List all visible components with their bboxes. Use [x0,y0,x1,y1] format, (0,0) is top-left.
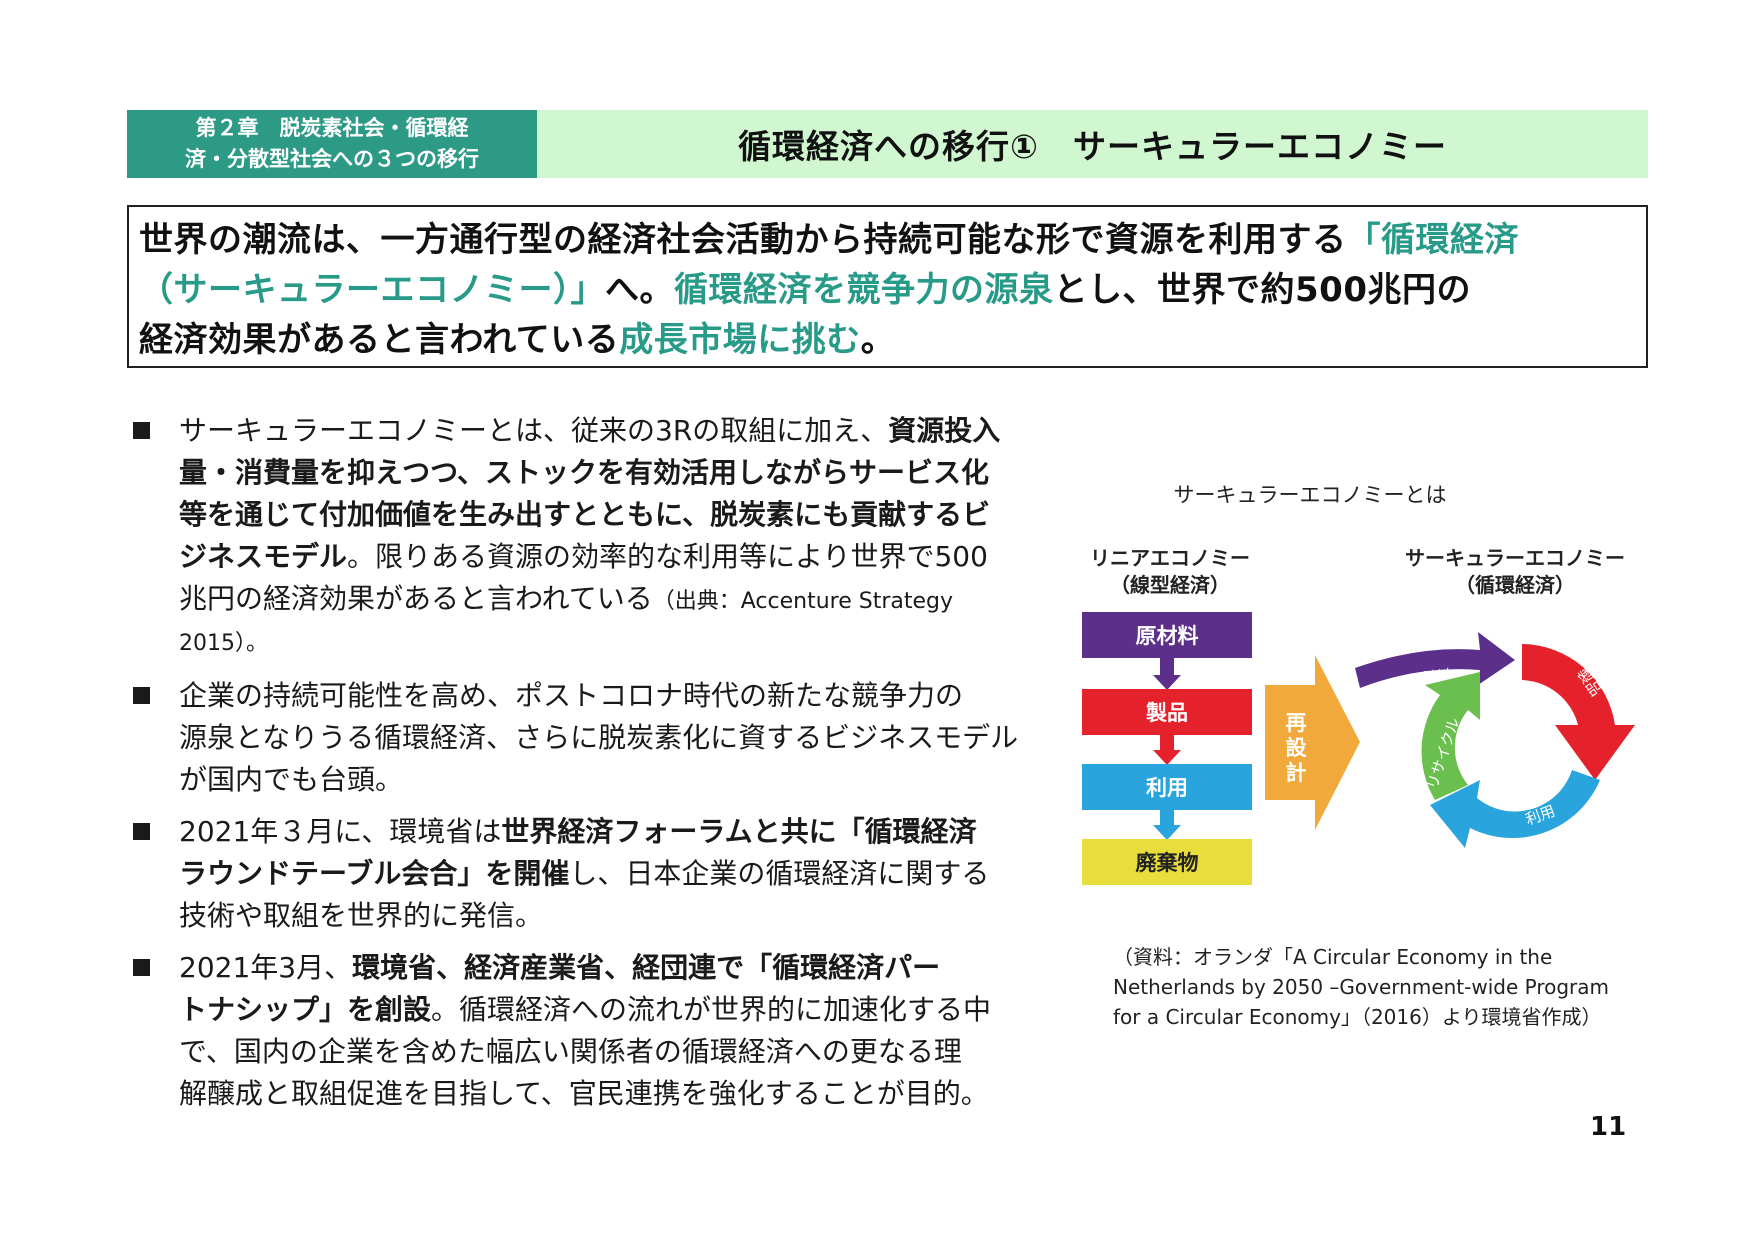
summary-text: 世界の潮流は、一方通行型の経済社会活動から持続可能な形で資源を利用する [139,220,1347,260]
page-number: 11 [1590,1112,1627,1142]
down-arrow-icon [1153,810,1181,840]
circular-economy-diagram: サーキュラーエコノミーとは リニアエコノミー （線型経済） サーキュラーエコノミ… [1082,483,1635,885]
page-title: 循環経済への移行① サーキュラーエコノミー [738,127,1447,166]
summary-text: 経済効果があると言われている [139,320,620,360]
bullet-bold-text: 世界経済フォーラムと共に「循環経済 [501,815,977,848]
figure-source: （資料：オランダ「A Circular Economy in the Nethe… [1113,942,1653,1032]
chapter-line-1: 第２章 脱炭素社会・循環経 [195,116,469,140]
bullet-citation: （出典：Accenture Strategy [652,589,954,614]
summary-highlight: 循環経済を競争力の源泉 [674,270,1054,310]
bullet-bold-text: トナシップ」を創設 [179,993,432,1026]
redesign-char: 設 [1286,736,1308,760]
bullet-bold-text: 資源投入 [888,414,1001,447]
use-box [1082,764,1252,810]
square-bullet-icon [133,823,150,840]
bullet-text: 解醸成と取組促進を目指して、官民連携を強化することが目的。 [179,1077,989,1110]
bullet-bold-text: ラウンドテーブル会合」を開催 [179,857,570,890]
raw-material-box [1082,612,1252,658]
bullet-text: 2021年3月、 [179,951,353,984]
summary-highlight: 成長市場に挑む [619,320,861,360]
recycle-arrow-icon [1421,672,1480,800]
bullet-text: し、日本企業の循環経済に関する [569,857,990,890]
use-label: 利用 [1146,776,1188,800]
summary-line-2: （サーキュラーエコノミー）」へ。循環経済を競争力の源泉とし、世界で約500兆円の [139,265,1640,315]
bullet-bold-text: 量・消費量を抑えつつ、ストックを有効活用しながらサービス化 [179,456,990,489]
source-line: （資料：オランダ「A Circular Economy in the [1113,945,1553,969]
bullet-text: 技術や取組を世界的に発信。 [179,899,544,932]
waste-label: 廃棄物 [1136,851,1199,875]
circular-title-2: （循環経済） [1455,573,1575,597]
summary-text: 。 [860,320,896,360]
source-line: for a Circular Economy」（2016）より環境省作成） [1113,1005,1602,1029]
redesign-arrow-icon [1265,655,1360,830]
bullet-bold-text: ジネスモデル [179,540,348,573]
bullet-text: 源泉となりうる循環経済、さらに脱炭素化に資するビジネスモデル [179,721,1019,754]
summary-line-1: 世界の潮流は、一方通行型の経済社会活動から持続可能な形で資源を利用する「循環経済 [139,215,1640,265]
summary-highlight: （サーキュラーエコノミー）」 [139,270,605,310]
chapter-tag: 第２章 脱炭素社会・循環経 済・分散型社会への３つの移行 [127,110,537,178]
summary-highlight: 「循環経済 [1346,220,1519,260]
linear-title-2: （線型経済） [1110,573,1230,597]
source-line: Netherlands by 2050 –Government-wide Pro… [1113,975,1610,999]
down-arrow-icon [1153,658,1181,690]
bullet-list: サーキュラーエコノミーとは、従来の3Rの取組に加え、資源投入 量・消費量を抑えつ… [127,410,1047,1125]
linear-title-1: リニアエコノミー [1090,546,1250,570]
summary-line-3: 経済効果があると言われている成長市場に挑む。 [139,315,1640,365]
bullet-bold-text: 等を通じて付加価値を生み出すとともに、脱炭素にも貢献するビ [179,498,991,531]
raw-material-arrow-icon [1355,632,1515,688]
product-box [1082,689,1252,735]
bullet-text: 企業の持続可能性を高め、ポストコロナ時代の新たな競争力の [179,679,964,712]
summary-text: へ。 [605,270,674,310]
redesign-char: 再 [1286,711,1307,735]
bullet-citation: 2015）。 [179,631,268,656]
bullet-item-2: 企業の持続可能性を高め、ポストコロナ時代の新たな競争力の 源泉となりうる循環経済… [127,675,1047,801]
bullet-text: 兆円の経済効果があると言われている [179,582,653,615]
bullet-text: サーキュラーエコノミーとは、従来の3Rの取組に加え、 [179,414,889,447]
chapter-line-2: 済・分散型社会への３つの移行 [185,147,479,171]
down-arrow-icon [1153,735,1181,765]
waste-box [1082,839,1252,885]
bullet-text: が国内でも台頭。 [179,763,404,796]
bullet-bold-text: 環境省、経済産業省、経団連で「循環経済パー [352,951,941,984]
cycle-diagram: 原材料 製品 利用 リサイクル [1355,632,1635,848]
bullet-text: 。限りある資源の効率的な利用等により世界で500 [347,540,988,573]
bullet-text: 2021年３月に、環境省は [179,815,502,848]
summary-text: とし、世界で約500兆円の [1053,270,1471,310]
square-bullet-icon [133,959,150,976]
redesign-char: 計 [1286,761,1307,785]
bullet-text: で、国内の企業を含めた幅広い関係者の循環経済への更なる理 [179,1035,962,1068]
square-bullet-icon [133,687,150,704]
product-label: 製品 [1145,701,1188,725]
bullet-item-4: 2021年3月、環境省、経済産業省、経団連で「循環経済パー トナシップ」を創設。… [127,947,1047,1115]
bullet-text: 。循環経済への流れが世界的に加速化する中 [431,993,992,1026]
use-arrow-icon [1430,770,1600,848]
square-bullet-icon [133,422,150,439]
product-arrow-icon [1522,644,1635,780]
circular-title-1: サーキュラーエコノミー [1405,546,1625,570]
figure-caption: サーキュラーエコノミーとは [1174,483,1447,507]
summary-box: 世界の潮流は、一方通行型の経済社会活動から持続可能な形で資源を利用する「循環経済… [127,205,1648,368]
page-title-bar: 循環経済への移行① サーキュラーエコノミー [537,110,1648,178]
raw-material-label: 原材料 [1136,624,1199,648]
bullet-item-1: サーキュラーエコノミーとは、従来の3Rの取組に加え、資源投入 量・消費量を抑えつ… [127,410,1047,665]
bullet-item-3: 2021年３月に、環境省は世界経済フォーラムと共に「循環経済 ラウンドテーブル会… [127,811,1047,937]
